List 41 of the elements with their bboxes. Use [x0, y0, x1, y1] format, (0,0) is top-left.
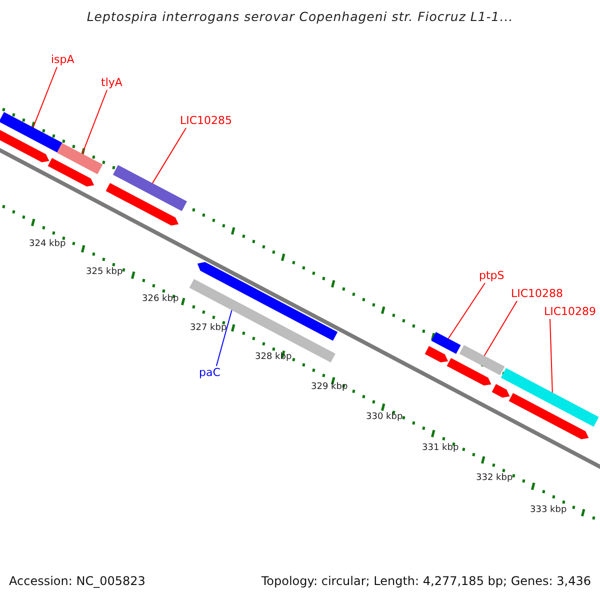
gene-bar [189, 279, 336, 362]
tick-label: 324 kbp [29, 238, 66, 251]
tick-label: 331 kbp [422, 442, 459, 455]
gene-feature [48, 158, 94, 186]
tick-label: 325 kbp [86, 266, 123, 279]
tick-label: 329 kbp [311, 381, 348, 394]
gene-label: LIC10289 [544, 305, 596, 319]
tick-label: 326 kbp [142, 293, 179, 306]
gene-label: LIC10288 [511, 287, 564, 301]
gene-bar [56, 143, 103, 174]
leader-line [152, 128, 186, 184]
gene-feature [0, 130, 50, 162]
tick-label: 333 kbp [530, 504, 567, 517]
leader-line [484, 300, 518, 356]
tick-label: 330 kbp [366, 411, 403, 424]
genome-stats-text: Topology: circular; Length: 4,277,185 bp; Genes: 3,436 [261, 574, 591, 588]
gene-feature [446, 358, 492, 386]
gene-feature [106, 183, 179, 226]
gene-label: ispA [51, 53, 74, 67]
gene-bar [459, 345, 505, 376]
gene-label: tlyA [101, 76, 122, 90]
gene-feature [492, 384, 510, 398]
gene-label: ptpS [479, 269, 504, 283]
gene-bar [112, 165, 187, 212]
leader-line [216, 310, 232, 366]
leader-line [448, 282, 486, 340]
tick-label: 328 kbp [255, 351, 292, 364]
gene-bar [500, 368, 599, 427]
leader-line [82, 90, 108, 154]
gene-feature [424, 346, 448, 362]
title: Leptospira interrogans serovar Copenhageni str. Fiocruz L1-1... [86, 10, 514, 24]
gene-label: LIC10285 [180, 114, 232, 128]
leader-line [550, 318, 553, 393]
gene-bar [0, 112, 62, 152]
gene-bar [431, 332, 461, 354]
leader-line [32, 66, 58, 128]
gene-feature [508, 393, 589, 440]
tick-label: 332 kbp [476, 472, 513, 485]
gene-label: paC [199, 366, 220, 380]
accession-text: Accession: NC_005823 [9, 574, 146, 588]
tick-label: 327 kbp [190, 322, 227, 335]
